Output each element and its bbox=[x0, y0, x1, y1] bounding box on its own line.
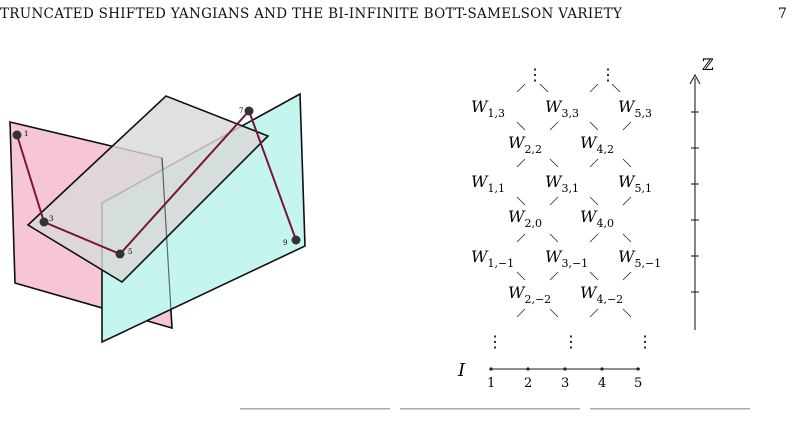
bottom-dots-3: ⋮ bbox=[637, 332, 653, 351]
running-title: TRUNCATED SHIFTED YANGIANS AND THE BI-IN… bbox=[0, 6, 623, 22]
lattice-node: W1,3 bbox=[471, 97, 505, 120]
lattice-node: W5,−1 bbox=[618, 247, 661, 270]
index-tick-mark bbox=[600, 367, 604, 371]
point-label-5: 5 bbox=[128, 248, 132, 256]
path-point-9 bbox=[291, 235, 301, 245]
index-tick-label: 4 bbox=[598, 376, 606, 391]
index-ticks: 1 2 3 4 5 bbox=[487, 367, 642, 391]
lattice-node: W4,2 bbox=[580, 133, 614, 156]
lattice-node: W3,−1 bbox=[545, 247, 588, 270]
lattice-node: W3,1 bbox=[545, 172, 579, 195]
bottom-dots-2: ⋮ bbox=[563, 332, 579, 351]
index-tick-label: 5 bbox=[634, 376, 642, 391]
lattice-node: W4,−2 bbox=[580, 283, 623, 306]
index-set-label: I bbox=[457, 360, 466, 381]
lattice-node: W1,1 bbox=[471, 172, 505, 195]
index-tick-label: 1 bbox=[487, 376, 495, 391]
lattice-node: W3,3 bbox=[545, 97, 579, 120]
grey-plane bbox=[26, 95, 270, 284]
bottom-dots-1: ⋮ bbox=[487, 332, 503, 351]
lattice-node: W2,0 bbox=[508, 207, 542, 230]
index-tick-mark bbox=[489, 367, 493, 371]
index-tick-mark bbox=[636, 367, 640, 371]
lattice-node: W1,−1 bbox=[471, 247, 514, 270]
planes-figure: 1 3 5 7 9 bbox=[9, 92, 306, 344]
lattice-figure: ⋮ ⋮ W1,3 W3,3 W5,3W2,2 W4,2W1,1 W3,1 W5,1W2,0… bbox=[457, 55, 714, 391]
z-axis-label: ℤ bbox=[702, 55, 714, 74]
lattice-node: W5,3 bbox=[618, 97, 652, 120]
lattice-node: W5,1 bbox=[618, 172, 652, 195]
top-dots-2: ⋮ bbox=[600, 65, 616, 84]
index-tick-mark bbox=[526, 367, 530, 371]
caption-fragment bbox=[0, 402, 807, 421]
point-label-3: 3 bbox=[49, 215, 53, 223]
point-label-7: 7 bbox=[239, 107, 243, 115]
z-axis-ticks bbox=[691, 111, 699, 293]
lattice-edges bbox=[516, 83, 632, 318]
top-dots-1: ⋮ bbox=[527, 65, 543, 84]
index-tick-label: 3 bbox=[561, 376, 569, 391]
path-point-1 bbox=[12, 130, 22, 140]
lattice-node: W4,0 bbox=[580, 207, 614, 230]
path-point-7 bbox=[244, 106, 254, 116]
point-label-9: 9 bbox=[283, 239, 287, 247]
lattice-nodes: W1,3 W3,3 W5,3W2,2 W4,2W1,1 W3,1 W5,1W2,0 W4,0… bbox=[471, 97, 661, 306]
index-tick-mark bbox=[563, 367, 567, 371]
pink-plane-edge bbox=[161, 157, 173, 329]
index-tick-label: 2 bbox=[524, 376, 532, 391]
z-axis-arrow bbox=[689, 73, 701, 85]
point-label-1: 1 bbox=[24, 130, 28, 138]
path-point-5 bbox=[115, 249, 125, 259]
lattice-node: W2,−2 bbox=[508, 283, 551, 306]
page-number: 7 bbox=[778, 6, 787, 22]
path-point-3 bbox=[39, 217, 49, 227]
lattice-node: W2,2 bbox=[508, 133, 542, 156]
